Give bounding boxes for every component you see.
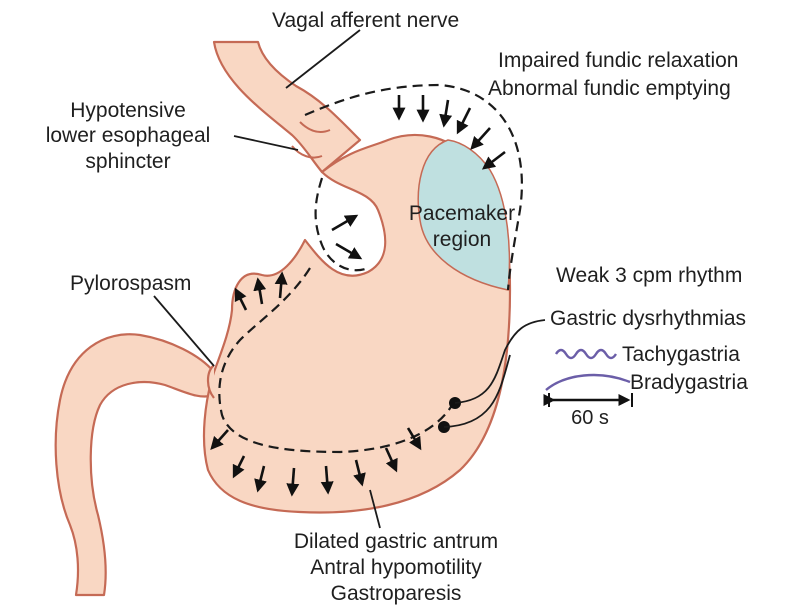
label-gastric-dysrhythmias: Gastric dysrhythmias — [550, 307, 746, 330]
label-abnormal-fundic-emptying: Abnormal fundic emptying — [488, 77, 731, 100]
esophagus — [214, 42, 360, 172]
label-les-line2: lower esophageal — [46, 124, 211, 147]
label-les-line1: Hypotensive — [70, 99, 186, 122]
label-bradygastria: Bradygastria — [630, 371, 748, 394]
label-impaired-fundic-relaxation: Impaired fundic relaxation — [498, 49, 738, 72]
leader-les — [234, 136, 298, 150]
label-tachygastria: Tachygastria — [622, 343, 740, 366]
leader-vagal — [286, 30, 360, 88]
label-dilated-antrum: Dilated gastric antrum — [294, 530, 498, 553]
tachygastria-wave — [556, 350, 616, 358]
scale-bar — [549, 393, 632, 407]
label-region: region — [433, 228, 491, 251]
label-les-line3: sphincter — [85, 150, 170, 173]
relaxation-arrows — [332, 216, 360, 258]
bradygastria-wave — [546, 375, 630, 390]
label-pylorospasm: Pylorospasm — [70, 272, 191, 295]
label-scale-60s: 60 s — [571, 407, 609, 429]
label-gastroparesis: Gastroparesis — [331, 582, 462, 605]
label-antral-hypomotility: Antral hypomotility — [310, 556, 482, 579]
label-vagal-afferent-nerve: Vagal afferent nerve — [272, 9, 459, 32]
duodenum — [56, 334, 214, 595]
label-weak-rhythm: Weak 3 cpm rhythm — [556, 264, 742, 287]
label-pacemaker: Pacemaker — [409, 202, 515, 225]
